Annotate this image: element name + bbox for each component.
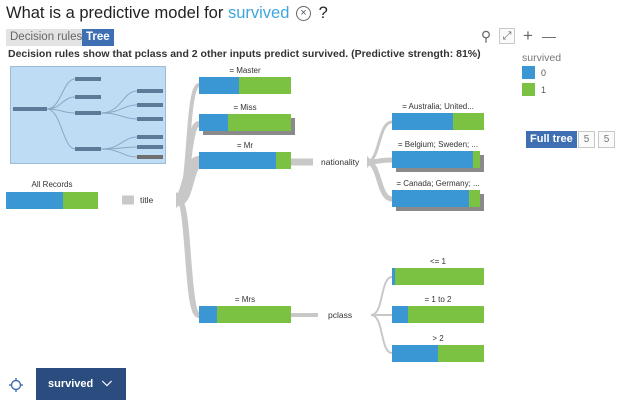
minimap-graphic — [13, 77, 163, 159]
bar-segment-0 — [199, 152, 277, 169]
link-pclass-le1 — [370, 276, 393, 316]
node-label-mr: = Mr — [236, 141, 254, 150]
bar-segment-1 — [468, 190, 480, 207]
zoom-in-icon[interactable]: + — [523, 26, 533, 45]
collapse-level-button[interactable]: 5 — [578, 131, 595, 148]
bar-segment-0 — [392, 113, 453, 130]
bar-segment-0 — [199, 306, 218, 323]
node-pclass-1to2[interactable] — [392, 306, 484, 323]
tree-minimap[interactable] — [10, 66, 166, 164]
bar-segment-1 — [228, 114, 291, 131]
nationality-split-marker — [367, 156, 373, 168]
root-node-label: All Records — [31, 180, 73, 189]
legend-label-1: 1 — [541, 85, 547, 95]
node-label-miss: = Miss — [233, 103, 257, 112]
bar-segment-1 — [438, 345, 484, 362]
bar-segment-0 — [199, 77, 239, 94]
split-variable-title: title — [140, 195, 154, 205]
bar-segment-1 — [407, 306, 484, 323]
bar-segment-0 — [392, 345, 438, 362]
node-australia[interactable] — [392, 113, 484, 130]
tab-decision-rules[interactable]: Decision rules — [6, 29, 87, 46]
root-node-bar[interactable] — [6, 192, 98, 209]
node-pclass-le1[interactable] — [392, 268, 484, 285]
chevron-down-icon: ⌵ — [102, 374, 112, 389]
model-description: Decision rules show that pclass and 2 ot… — [8, 48, 481, 60]
node-label-canada: = Canada; Germany; ... — [396, 179, 480, 188]
legend-swatch-0 — [522, 66, 535, 79]
node-mrs[interactable] — [199, 306, 291, 323]
title-suffix: ? — [318, 4, 328, 22]
bar-segment-1 — [394, 268, 484, 285]
target-field-link[interactable]: survived — [227, 4, 290, 22]
bar-segment-1 — [217, 306, 291, 323]
title-split-marker — [176, 192, 186, 208]
node-label-belgium: = Belgium; Sweden; ... — [397, 140, 479, 149]
legend-label-0: 0 — [541, 68, 547, 78]
bar-segment-1 — [472, 151, 480, 168]
zoom-out-icon[interactable]: — — [542, 28, 556, 44]
link-title-mr — [175, 156, 202, 206]
bar-segment-1 — [63, 192, 98, 209]
fullscreen-icon[interactable]: ⤢ — [499, 28, 515, 44]
page-title: What is a predictive model for survived … — [6, 4, 328, 23]
target-field-button-label: survived — [48, 378, 94, 390]
link-pclass-gt2 — [370, 314, 393, 354]
bar-segment-0 — [6, 192, 64, 209]
bar-segment-0 — [392, 268, 395, 285]
node-mr[interactable] — [199, 152, 291, 169]
node-label-master: = Master — [229, 66, 261, 75]
full-tree-button[interactable]: Full tree — [526, 131, 577, 148]
node-label-1to2: = 1 to 2 — [424, 295, 452, 304]
node-miss[interactable] — [199, 114, 295, 135]
node-label-mrs: = Mrs — [234, 295, 256, 304]
node-belgium[interactable] — [392, 151, 484, 172]
node-label-australia: = Australia; United... — [402, 102, 474, 111]
title-prefix: What is a predictive model for — [6, 4, 224, 22]
clear-target-icon[interactable]: × — [295, 6, 311, 21]
link-title-mrs — [175, 197, 202, 318]
node-pclass-gt2[interactable] — [392, 345, 484, 362]
link-nat-australia — [366, 120, 393, 164]
bar-segment-1 — [238, 77, 291, 94]
locate-icon[interactable] — [9, 378, 23, 392]
legend-swatch-1 — [522, 83, 535, 96]
link-nat-canada — [366, 159, 393, 202]
node-label-gt2: > 2 — [432, 334, 444, 343]
node-canada[interactable] — [392, 190, 484, 211]
node-master[interactable] — [199, 77, 291, 94]
bar-segment-0 — [199, 114, 229, 131]
bar-segment-1 — [452, 113, 484, 130]
bar-segment-0 — [392, 151, 473, 168]
expand-level-button[interactable]: 5 — [598, 131, 615, 148]
split-variable-nationality: nationality — [321, 157, 360, 167]
legend-title: survived — [522, 52, 562, 64]
node-label-le1: <= 1 — [429, 257, 446, 266]
bar-segment-0 — [392, 306, 408, 323]
tab-tree[interactable]: Tree — [82, 29, 114, 46]
bar-segment-1 — [276, 152, 291, 169]
split-variable-pclass: pclass — [328, 310, 353, 320]
lightbulb-icon[interactable]: ⚲ — [480, 28, 492, 44]
bar-segment-0 — [392, 190, 469, 207]
target-field-button[interactable]: survived ⌵ — [36, 368, 126, 400]
